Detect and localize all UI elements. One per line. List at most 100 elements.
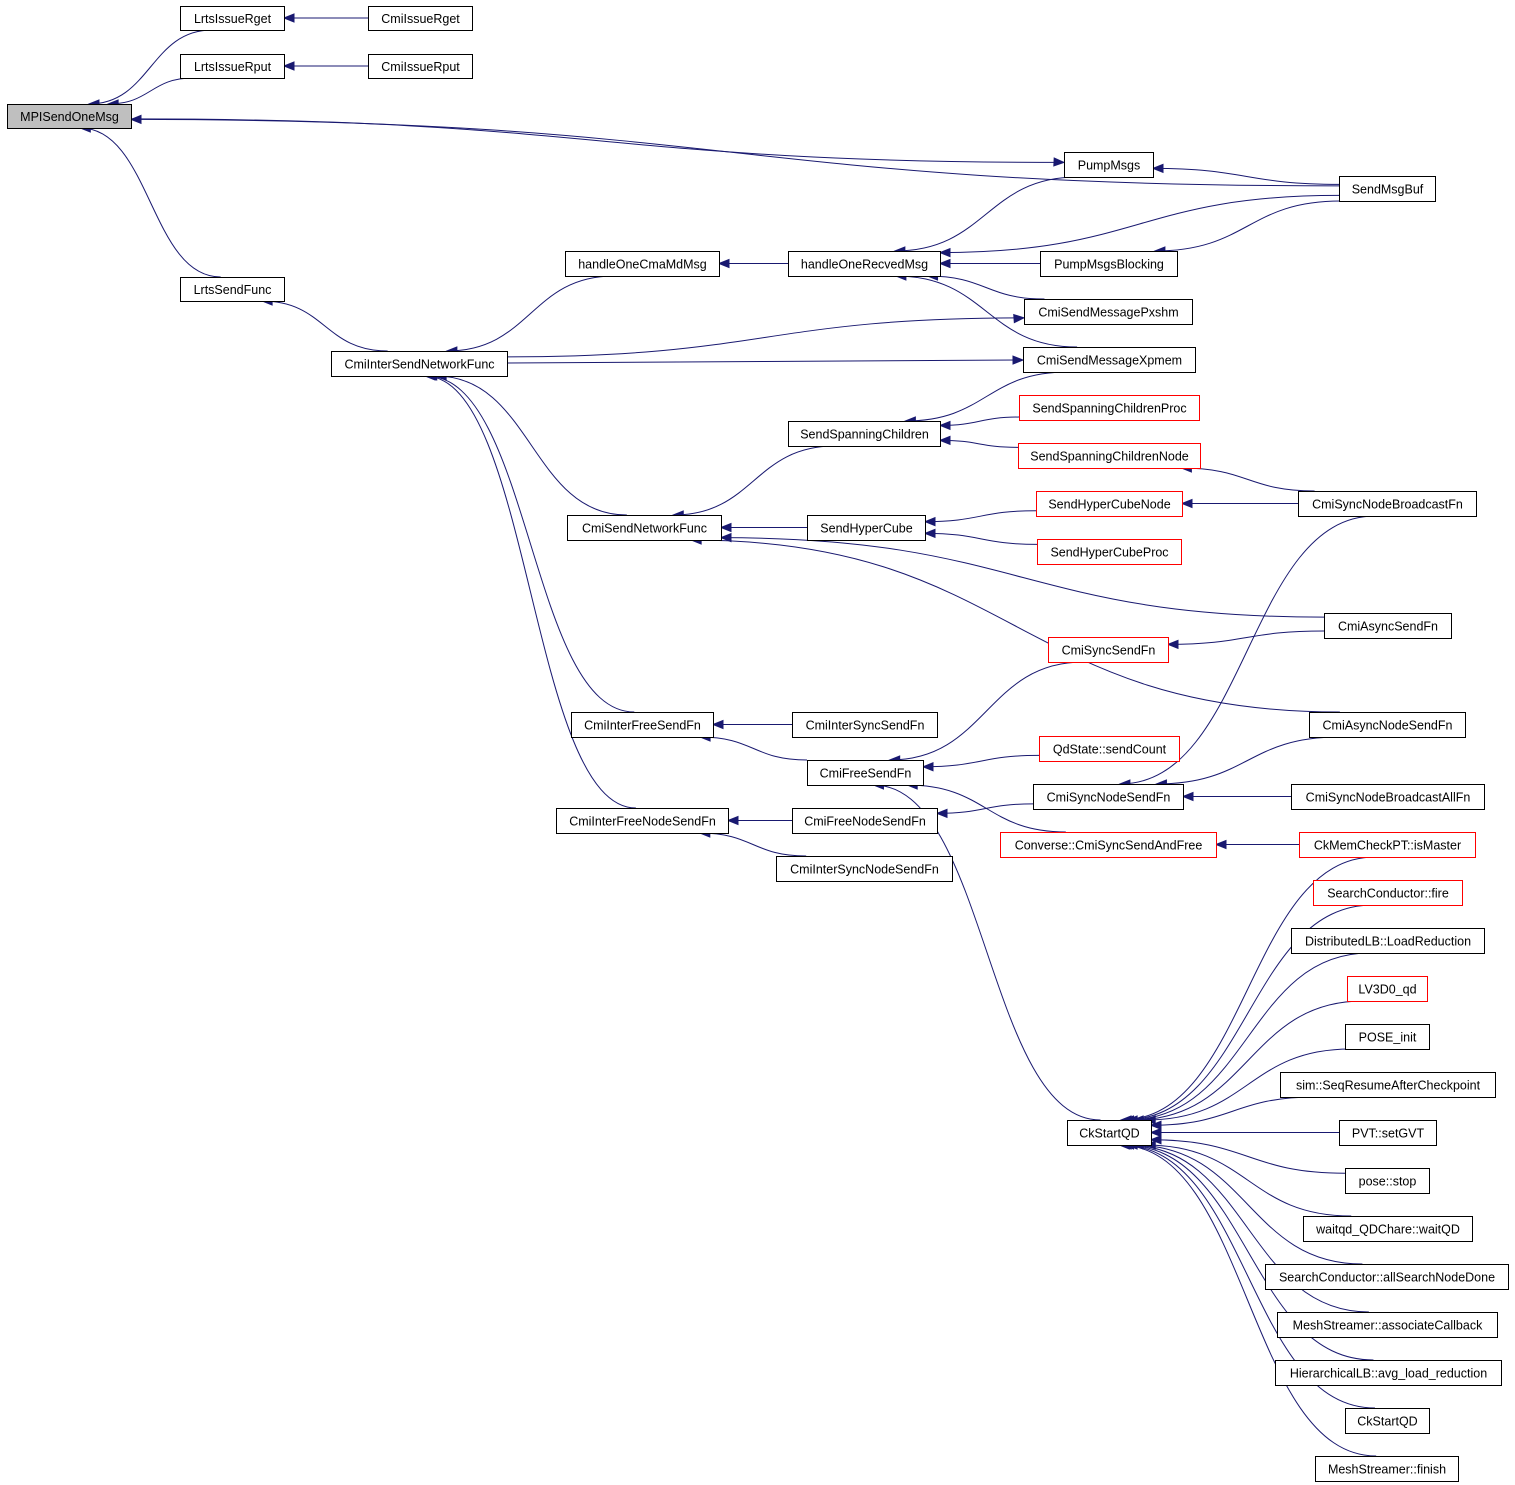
node-box[interactable] xyxy=(368,6,473,31)
node-pump-msgs[interactable]: PumpMsgs xyxy=(1064,152,1154,178)
node-cmi-sync-node-broadcast-fn[interactable]: CmiSyncNodeBroadcastFn xyxy=(1298,491,1477,517)
node-cmi-free-send-fn[interactable]: CmiFreeSendFn xyxy=(807,760,924,786)
node-cmi-sync-node-send-fn[interactable]: CmiSyncNodeSendFn xyxy=(1033,784,1184,810)
node-mpisend-one-msg[interactable]: MPISendOneMsg xyxy=(7,104,132,129)
node-pose-init[interactable]: POSE_init xyxy=(1345,1024,1430,1050)
node-box[interactable] xyxy=(1039,736,1180,762)
node-box[interactable] xyxy=(1298,491,1477,517)
node-box[interactable] xyxy=(1299,832,1476,858)
node-box[interactable] xyxy=(1280,1072,1496,1098)
node-box[interactable] xyxy=(776,856,953,882)
node-send-msg-buf[interactable]: SendMsgBuf xyxy=(1339,176,1436,202)
node-box[interactable] xyxy=(788,251,941,277)
node-box[interactable] xyxy=(1313,880,1463,906)
node-cmi-sync-node-broadcast-all-fn[interactable]: CmiSyncNodeBroadcastAllFn xyxy=(1291,784,1485,810)
node-search-conductor-all-search-node-done[interactable]: SearchConductor::allSearchNodeDone xyxy=(1265,1264,1509,1290)
node-box[interactable] xyxy=(1345,1408,1430,1434)
node-box[interactable] xyxy=(1291,928,1485,954)
node-box[interactable] xyxy=(1023,347,1196,373)
node-box[interactable] xyxy=(1345,1024,1430,1050)
node-cmi-issue-rget[interactable]: CmiIssueRget xyxy=(368,6,473,31)
node-box[interactable] xyxy=(1024,299,1193,325)
node-cmi-issue-rput[interactable]: CmiIssueRput xyxy=(368,54,473,79)
node-pose-stop[interactable]: pose::stop xyxy=(1345,1168,1430,1194)
node-ck-mem-check-pt-is-master[interactable]: CkMemCheckPT::isMaster xyxy=(1299,832,1476,858)
node-box[interactable] xyxy=(1324,613,1452,639)
node-box[interactable] xyxy=(180,277,285,302)
node-cmi-inter-sync-node-send-fn[interactable]: CmiInterSyncNodeSendFn xyxy=(776,856,953,882)
node-cmi-inter-send-network-func[interactable]: CmiInterSendNetworkFunc xyxy=(331,351,508,377)
node-cmi-send-network-func[interactable]: CmiSendNetworkFunc xyxy=(567,515,722,541)
node-distributed-lb-load-reduction[interactable]: DistributedLB::LoadReduction xyxy=(1291,928,1485,954)
node-box[interactable] xyxy=(1033,784,1184,810)
node-box[interactable] xyxy=(1040,251,1178,277)
node-cmi-async-node-send-fn[interactable]: CmiAsyncNodeSendFn xyxy=(1309,712,1466,738)
node-converse-cmi-sync-send-and-free[interactable]: Converse::CmiSyncSendAndFree xyxy=(1000,832,1217,858)
node-box[interactable] xyxy=(792,712,938,738)
node-cmi-send-message-xpmem[interactable]: CmiSendMessageXpmem xyxy=(1023,347,1196,373)
node-qd-state-send-count[interactable]: QdState::sendCount xyxy=(1039,736,1180,762)
node-box[interactable] xyxy=(7,104,132,129)
node-handle-one-cma-md-msg[interactable]: handleOneCmaMdMsg xyxy=(565,251,720,277)
node-cmi-free-node-send-fn[interactable]: CmiFreeNodeSendFn xyxy=(792,808,938,834)
node-box[interactable] xyxy=(1277,1312,1498,1338)
node-lv3d0-qd[interactable]: LV3D0_qd xyxy=(1347,976,1428,1002)
node-box[interactable] xyxy=(1339,1120,1437,1146)
node-box[interactable] xyxy=(1347,976,1428,1002)
node-box[interactable] xyxy=(1048,637,1169,663)
node-box[interactable] xyxy=(1036,491,1183,517)
node-cmi-send-message-pxshm[interactable]: CmiSendMessagePxshm xyxy=(1024,299,1193,325)
node-send-spanning-children-node[interactable]: SendSpanningChildrenNode xyxy=(1018,443,1201,469)
node-lrts-send-func[interactable]: LrtsSendFunc xyxy=(180,277,285,302)
node-box[interactable] xyxy=(571,712,714,738)
node-box[interactable] xyxy=(1018,443,1201,469)
node-box[interactable] xyxy=(180,6,285,31)
node-box[interactable] xyxy=(1315,1456,1459,1482)
node-box[interactable] xyxy=(807,760,924,786)
node-cmi-inter-sync-send-fn[interactable]: CmiInterSyncSendFn xyxy=(792,712,938,738)
node-box[interactable] xyxy=(1275,1360,1502,1386)
node-send-hyper-cube-node[interactable]: SendHyperCubeNode xyxy=(1036,491,1183,517)
node-send-hyper-cube-proc[interactable]: SendHyperCubeProc xyxy=(1037,539,1182,565)
node-box[interactable] xyxy=(1064,152,1154,178)
node-box[interactable] xyxy=(1067,1120,1152,1146)
node-box[interactable] xyxy=(1037,539,1182,565)
node-box[interactable] xyxy=(331,351,508,377)
node-send-spanning-children-proc[interactable]: SendSpanningChildrenProc xyxy=(1019,395,1200,421)
node-mesh-streamer-finish[interactable]: MeshStreamer::finish xyxy=(1315,1456,1459,1482)
node-box[interactable] xyxy=(368,54,473,79)
node-sim-seq-resume-after-checkpoint[interactable]: sim::SeqResumeAfterCheckpoint xyxy=(1280,1072,1496,1098)
node-box[interactable] xyxy=(1339,176,1436,202)
node-box[interactable] xyxy=(807,515,926,541)
node-ck-start-qd-2[interactable]: CkStartQD xyxy=(1345,1408,1430,1434)
node-send-hyper-cube[interactable]: SendHyperCube xyxy=(807,515,926,541)
node-box[interactable] xyxy=(792,808,938,834)
node-box[interactable] xyxy=(1303,1216,1473,1242)
node-pump-msgs-blocking[interactable]: PumpMsgsBlocking xyxy=(1040,251,1178,277)
node-cmi-sync-send-fn[interactable]: CmiSyncSendFn xyxy=(1048,637,1169,663)
node-lrts-issue-rput[interactable]: LrtsIssueRput xyxy=(180,54,285,79)
node-box[interactable] xyxy=(1291,784,1485,810)
node-box[interactable] xyxy=(1019,395,1200,421)
node-cmi-inter-free-send-fn[interactable]: CmiInterFreeSendFn xyxy=(571,712,714,738)
node-mesh-streamer-associate-callback[interactable]: MeshStreamer::associateCallback xyxy=(1277,1312,1498,1338)
node-send-spanning-children[interactable]: SendSpanningChildren xyxy=(788,421,941,447)
node-box[interactable] xyxy=(1265,1264,1509,1290)
node-box[interactable] xyxy=(567,515,722,541)
node-lrts-issue-rget[interactable]: LrtsIssueRget xyxy=(180,6,285,31)
node-box[interactable] xyxy=(1345,1168,1430,1194)
node-pvt-set-gvt[interactable]: PVT::setGVT xyxy=(1339,1120,1437,1146)
node-box[interactable] xyxy=(180,54,285,79)
node-waitqd-qdchare-wait-qd[interactable]: waitqd_QDChare::waitQD xyxy=(1303,1216,1473,1242)
node-ck-start-qd[interactable]: CkStartQD xyxy=(1067,1120,1152,1146)
node-box[interactable] xyxy=(1000,832,1217,858)
node-box[interactable] xyxy=(788,421,941,447)
node-cmi-inter-free-node-send-fn[interactable]: CmiInterFreeNodeSendFn xyxy=(556,808,729,834)
node-handle-one-recved-msg[interactable]: handleOneRecvedMsg xyxy=(788,251,941,277)
node-search-conductor-fire[interactable]: SearchConductor::fire xyxy=(1313,880,1463,906)
node-box[interactable] xyxy=(565,251,720,277)
node-cmi-async-send-fn[interactable]: CmiAsyncSendFn xyxy=(1324,613,1452,639)
node-box[interactable] xyxy=(1309,712,1466,738)
node-hierarchical-lb-avg-load-reduction[interactable]: HierarchicalLB::avg_load_reduction xyxy=(1275,1360,1502,1386)
node-box[interactable] xyxy=(556,808,729,834)
